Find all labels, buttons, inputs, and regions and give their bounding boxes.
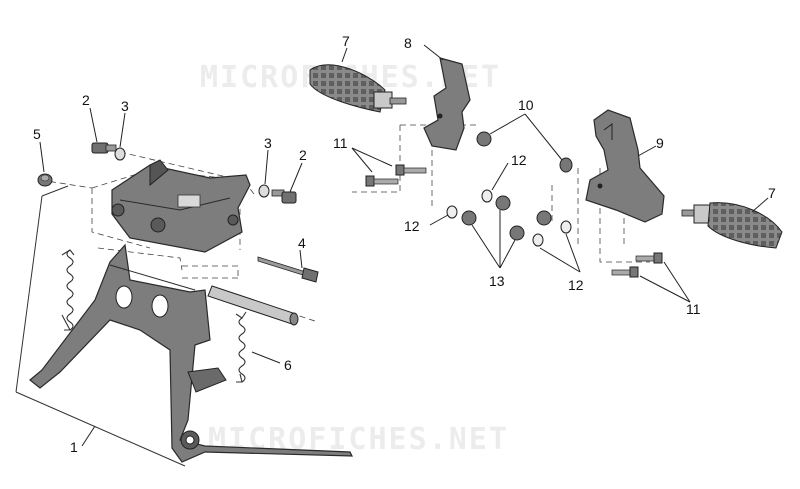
- callout-2: 2: [82, 92, 90, 108]
- bolt-upper-left: [91, 142, 126, 161]
- callout-4: 4: [298, 235, 306, 251]
- callout-11: 11: [333, 135, 348, 151]
- center-stand: [29, 243, 353, 463]
- callout-7: 7: [342, 33, 350, 49]
- spring-left: [61, 249, 75, 331]
- callout-3b: 3: [264, 135, 272, 151]
- nut-5: [37, 173, 53, 187]
- nuts-washers: [446, 131, 573, 247]
- callout-6: 6: [284, 357, 292, 373]
- callout-8: 8: [404, 35, 412, 51]
- long-bolt-4: [257, 256, 319, 283]
- leader-lines: [39, 44, 769, 447]
- bolt-bracket-right: [258, 184, 297, 204]
- screws-11-left: [365, 164, 427, 187]
- stand-bracket: [111, 159, 251, 253]
- callout-12b: 12: [404, 218, 420, 234]
- callout-2b: 2: [299, 147, 307, 163]
- footpeg-bracket-9: [585, 109, 665, 223]
- pivot-tube: [207, 285, 299, 326]
- screws-11-right: [611, 252, 663, 278]
- callout-13: 13: [489, 273, 505, 289]
- callout-7b: 7: [768, 185, 776, 201]
- callout-3: 3: [121, 98, 129, 114]
- callout-9: 9: [656, 135, 664, 151]
- callout-12: 12: [511, 152, 527, 168]
- callout-12c: 12: [568, 277, 584, 293]
- frame-lines: [15, 185, 186, 467]
- callout-5: 5: [33, 126, 41, 142]
- footpeg-left: [309, 64, 407, 113]
- callout-11b: 11: [686, 301, 701, 317]
- callout-10: 10: [518, 97, 534, 113]
- callout-1: 1: [70, 439, 78, 455]
- spring-6: [235, 311, 247, 383]
- footpeg-right: [681, 202, 783, 249]
- footpeg-bracket-8: [423, 57, 471, 151]
